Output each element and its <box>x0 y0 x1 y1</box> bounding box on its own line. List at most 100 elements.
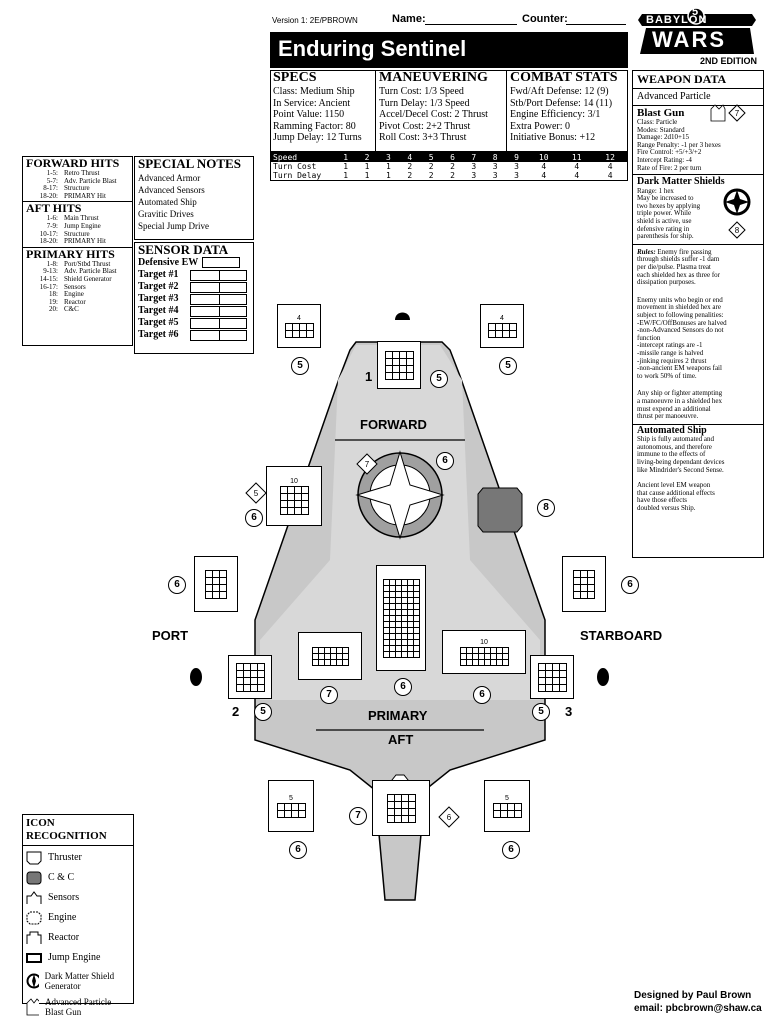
damage-box[interactable] <box>502 659 509 666</box>
damage-box[interactable] <box>574 584 581 592</box>
damage-box[interactable] <box>387 808 395 816</box>
damage-box[interactable] <box>298 803 306 811</box>
damage-box[interactable] <box>407 579 414 586</box>
damage-box[interactable] <box>206 584 213 592</box>
counter-field[interactable] <box>566 24 626 25</box>
damage-box[interactable] <box>413 651 420 658</box>
damage-box[interactable] <box>406 372 414 380</box>
damage-box[interactable] <box>399 351 407 359</box>
damage-box[interactable] <box>552 677 560 685</box>
damage-box[interactable] <box>389 615 396 622</box>
damage-box[interactable] <box>496 653 503 660</box>
damage-box[interactable] <box>502 653 509 660</box>
damage-box[interactable] <box>389 633 396 640</box>
damage-box[interactable] <box>389 579 396 586</box>
damage-box[interactable] <box>401 794 409 802</box>
damage-box[interactable] <box>408 808 416 816</box>
target-field[interactable] <box>219 281 247 293</box>
damage-box[interactable] <box>389 585 396 592</box>
damage-box[interactable] <box>285 330 293 338</box>
damage-box[interactable] <box>243 670 251 678</box>
damage-box[interactable] <box>401 633 408 640</box>
damage-box[interactable] <box>336 659 343 666</box>
damage-box[interactable] <box>538 677 546 685</box>
damage-box[interactable] <box>385 351 393 359</box>
damage-box[interactable] <box>588 584 595 592</box>
damage-box[interactable] <box>287 500 295 508</box>
damage-box[interactable] <box>394 808 402 816</box>
damage-box[interactable] <box>277 803 285 811</box>
damage-box[interactable] <box>406 365 414 373</box>
damage-box[interactable] <box>342 659 349 666</box>
damage-box[interactable] <box>389 597 396 604</box>
damage-box[interactable] <box>301 507 309 515</box>
damage-box[interactable] <box>478 653 485 660</box>
damage-box[interactable] <box>306 330 314 338</box>
damage-box[interactable] <box>490 659 497 666</box>
damage-box[interactable] <box>559 663 567 671</box>
damage-box[interactable] <box>559 670 567 678</box>
damage-box[interactable] <box>291 810 299 818</box>
damage-box[interactable] <box>387 815 395 823</box>
damage-box[interactable] <box>330 659 337 666</box>
damage-box[interactable] <box>552 663 560 671</box>
damage-box[interactable] <box>250 684 258 692</box>
damage-box[interactable] <box>236 663 244 671</box>
damage-box[interactable] <box>552 684 560 692</box>
damage-box[interactable] <box>395 651 402 658</box>
damage-box[interactable] <box>257 663 265 671</box>
damage-box[interactable] <box>395 603 402 610</box>
damage-box[interactable] <box>383 597 390 604</box>
damage-box[interactable] <box>213 591 220 599</box>
damage-box[interactable] <box>330 647 337 654</box>
damage-box[interactable] <box>581 570 588 578</box>
damage-box[interactable] <box>392 351 400 359</box>
damage-box[interactable] <box>389 645 396 652</box>
damage-box[interactable] <box>401 603 408 610</box>
damage-box[interactable] <box>484 647 491 654</box>
damage-box[interactable] <box>395 627 402 634</box>
damage-box[interactable] <box>298 810 306 818</box>
target-field[interactable] <box>190 269 220 281</box>
damage-box[interactable] <box>389 621 396 628</box>
damage-box[interactable] <box>545 663 553 671</box>
damage-box[interactable] <box>383 627 390 634</box>
damage-box[interactable] <box>389 627 396 634</box>
damage-box[interactable] <box>488 330 496 338</box>
damage-box[interactable] <box>407 645 414 652</box>
target-field[interactable] <box>219 329 247 341</box>
damage-box[interactable] <box>413 591 420 598</box>
damage-box[interactable] <box>243 684 251 692</box>
damage-box[interactable] <box>287 486 295 494</box>
name-field[interactable] <box>425 24 517 25</box>
damage-box[interactable] <box>401 801 409 809</box>
damage-box[interactable] <box>401 808 409 816</box>
damage-box[interactable] <box>206 591 213 599</box>
damage-box[interactable] <box>407 597 414 604</box>
damage-box[interactable] <box>395 633 402 640</box>
damage-box[interactable] <box>413 627 420 634</box>
damage-box[interactable] <box>413 597 420 604</box>
damage-box[interactable] <box>395 591 402 598</box>
damage-box[interactable] <box>545 684 553 692</box>
damage-box[interactable] <box>243 663 251 671</box>
damage-box[interactable] <box>559 677 567 685</box>
damage-box[interactable] <box>243 677 251 685</box>
damage-box[interactable] <box>407 603 414 610</box>
damage-box[interactable] <box>336 647 343 654</box>
damage-box[interactable] <box>280 507 288 515</box>
damage-box[interactable] <box>294 500 302 508</box>
damage-box[interactable] <box>407 591 414 598</box>
damage-box[interactable] <box>395 621 402 628</box>
damage-box[interactable] <box>394 794 402 802</box>
damage-box[interactable] <box>342 647 349 654</box>
damage-box[interactable] <box>392 372 400 380</box>
damage-box[interactable] <box>496 659 503 666</box>
damage-box[interactable] <box>466 653 473 660</box>
damage-box[interactable] <box>385 358 393 366</box>
damage-box[interactable] <box>472 653 479 660</box>
damage-box[interactable] <box>213 570 220 578</box>
damage-box[interactable] <box>407 621 414 628</box>
damage-box[interactable] <box>413 621 420 628</box>
damage-box[interactable] <box>324 647 331 654</box>
